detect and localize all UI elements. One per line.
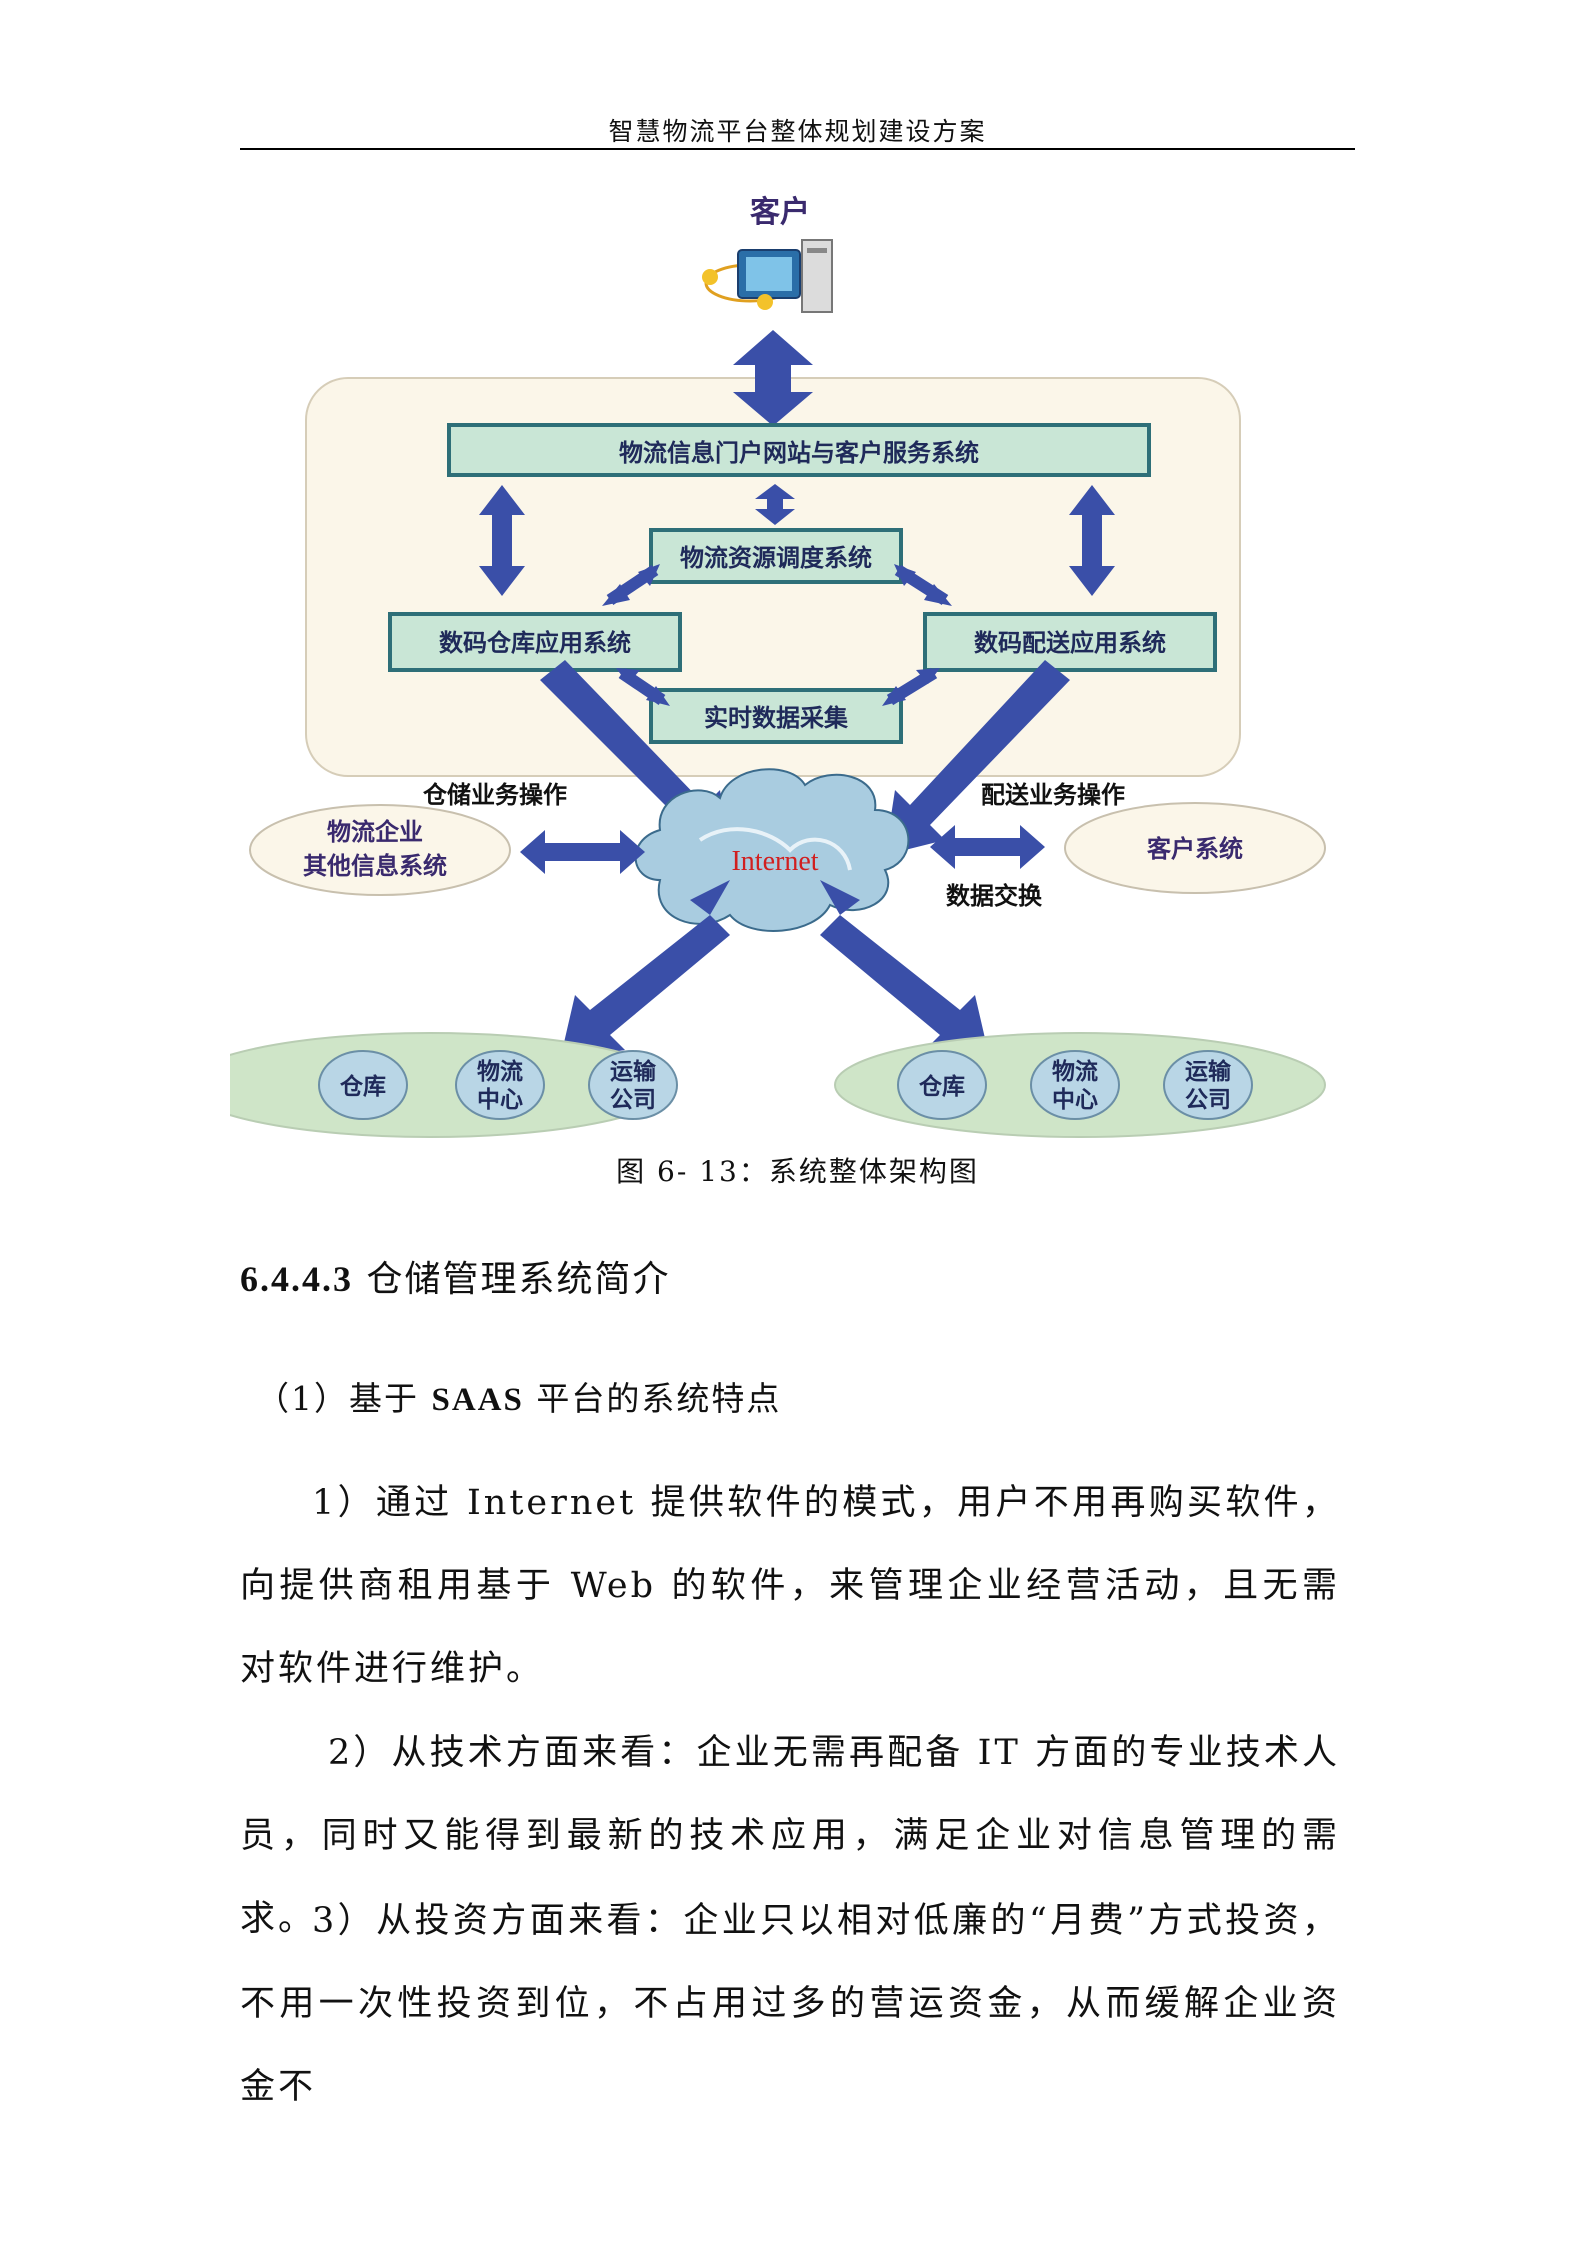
delivery-app-label: 数码配送应用系统 [974,629,1166,657]
subsection-suffix: 平台的系统特点 [536,1379,782,1418]
client-system-label: 客户系统 [1147,835,1243,863]
customer-computer-icon [702,239,833,313]
section-heading: 6.4.4.3 仓储管理系统简介 [240,1250,670,1302]
paragraph-3: 3）从投资方面来看：企业只以相对低廉的“月费”方式投资，不用一次性投资到位，不占… [240,1901,1340,2107]
internet-client-arrow [930,825,1045,869]
delivery-ops-label: 配送业务操作 [981,781,1125,809]
left-center-line2: 中心 [477,1087,523,1113]
subsection-heading: （1）基于 SAAS 平台的系统特点 [256,1372,781,1420]
right-transport-line2: 公司 [1185,1087,1231,1113]
right-center-line2: 中心 [1052,1087,1098,1113]
data-exchange-label: 数据交换 [946,882,1043,910]
dispatch-system-label: 物流资源调度系统 [680,544,872,572]
internal-diagonal-arrowheads [602,564,952,706]
other-info-internet-arrow [520,830,645,874]
other-info-line1: 物流企业 [327,818,423,846]
left-transport-line2: 公司 [610,1087,656,1113]
architecture-diagram-full: 客户 物流信息门户网站与客户服务系统 物流资源调度系统 数码仓库应用系统 数码配… [184,180,1360,1165]
portal-delivery-arrow [1069,485,1115,596]
customer-portal-double-arrow [733,330,813,426]
left-transport-line1: 运输 [610,1058,657,1085]
section-number: 6.4.4.3 [240,1259,353,1299]
paragraph-1: 1）通过 Internet 提供软件的模式，用户不用再购买软件，向提供商租用基于… [240,1483,1340,1689]
figure-caption: 图 6- 13：系统整体架构图 [616,1155,979,1188]
page-header: 智慧物流平台整体规划建设方案 [608,117,987,146]
subsection-prefix: （1）基于 [256,1379,419,1418]
left-center-line1: 物流 [477,1058,523,1085]
left-warehouse-label: 仓库 [339,1073,386,1100]
subsection-bold: SAAS [431,1382,524,1418]
right-warehouse-label: 仓库 [918,1073,965,1100]
bottom-arrows [560,880,990,1060]
realtime-collect-label: 实时数据采集 [704,704,849,732]
warehouse-app-label: 数码仓库应用系统 [439,629,631,657]
warehouse-ops-label: 仓储业务操作 [422,781,567,809]
right-transport-line1: 运输 [1185,1058,1232,1085]
section-title-text: 仓储管理系统简介 [366,1259,671,1300]
right-center-line1: 物流 [1052,1058,1098,1085]
customer-title: 客户 [750,195,810,230]
header-rule [240,148,1355,150]
paragraph-2: 2）从技术方面来看：企业无需再配备 IT 方面的专业技术人员，同时又能得到最新的… [240,1733,1340,1939]
portal-warehouse-arrow [479,485,525,596]
portal-dispatch-arrow [755,484,795,525]
internet-label: Internet [731,846,818,877]
portal-system-label: 物流信息门户网站与客户服务系统 [619,439,979,467]
other-info-line2: 其他信息系统 [303,852,447,880]
